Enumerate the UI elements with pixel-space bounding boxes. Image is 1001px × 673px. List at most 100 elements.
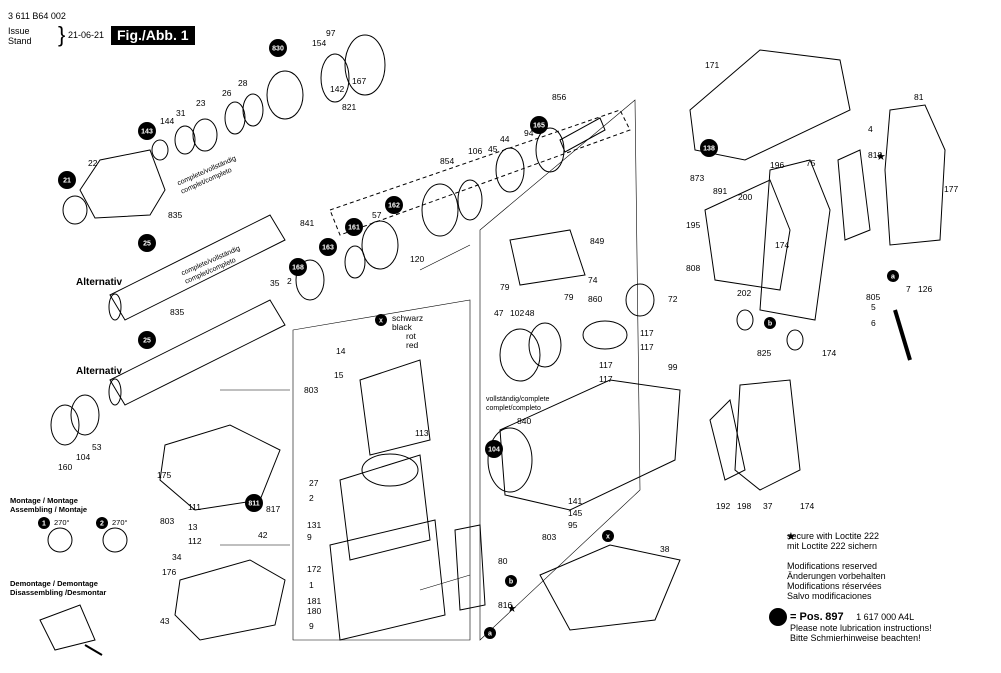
bubble-step-2 [96,517,108,529]
bubble-pos-legend [769,608,787,626]
loctite-note: secure with Loctite 222 mit Loctite 222 … [787,531,879,551]
part-ring-21 [62,195,88,225]
bubble-811 [245,494,263,512]
bubble-25-a [138,234,156,252]
brace-glyph: } [58,22,66,47]
part-callout: 26 [222,88,232,98]
part-callout: 175 [157,470,171,480]
part-callout: 172 [307,564,321,574]
part-callout: 198 [737,501,751,511]
star-icon-818: ★ [876,151,886,163]
disassembling-line-1: Demontage / Demontage [10,579,98,588]
part-shaft-835-b [109,299,286,406]
part-callout: 202 [737,288,751,298]
part-collar [344,34,386,96]
figure-label: Fig./Abb. 1 [111,26,195,45]
part-callout: 75 [806,158,816,168]
part-callout: 79 [564,292,574,302]
part-callout: 891 [713,186,727,196]
bubble-label: a [891,274,895,281]
part-side-cover-37 [734,379,801,491]
issue-label: Issue [8,26,30,36]
loctite-en: secure with Loctite 222 [787,531,880,541]
bubble-104 [485,440,503,458]
part-callout: 854 [440,156,454,166]
part-callout: 57 [372,210,382,220]
part-callout: 2 [309,493,314,503]
bubble-161 [345,218,363,236]
part-callout: 174 [822,348,836,358]
part-callout: 44 [500,134,510,144]
lubrication-note: Please note lubrication instructions! Bi… [790,623,932,643]
part-callout: 825 [757,348,771,358]
part-callout: 97 [326,28,336,38]
part-callout: 821 [342,102,356,112]
bubble-label: 25 [143,241,151,248]
part-callout: 131 [307,520,321,530]
bubble-165 [530,116,548,134]
issue-date: 21-06-21 [68,30,105,40]
bubble-label: 165 [533,123,545,130]
part-callout: 192 [716,501,730,511]
wire-rot: rot [406,331,416,341]
part-callout: 43 [160,616,170,626]
part-callout: 154 [312,38,326,48]
complete-label-3: vollständig/complete complet/completo [486,395,549,413]
part-callout: 174 [800,501,814,511]
part-callout: 803 [542,532,556,542]
bubble-b-right [764,317,776,329]
part-callout: 808 [686,263,700,273]
part-callout: 15 [334,370,344,380]
disassembling-title: Demontage / Demontage Disassembling /Des… [10,579,106,597]
part-callout: 117 [599,374,613,384]
lube-de: Bitte Schmierhinweise beachten! [790,633,921,643]
part-callout: 818 [868,150,882,160]
bubble-label: x [606,534,610,541]
pos-label: = Pos. [790,611,823,623]
part-818 [837,149,871,241]
part-switch-80 [454,524,486,611]
part-callout: 106 [468,146,482,156]
bubble-label: 104 [488,447,500,454]
part-cover-38 [539,544,681,631]
part-callout: 816 [498,600,512,610]
part-callout: 856 [552,92,566,102]
part-callout: 181 [307,596,321,606]
part-callout: 13 [188,522,198,532]
part-callout: 47 [494,308,504,318]
part-callout: 45 [488,144,498,154]
star-icon-816: ★ [507,603,517,615]
part-callout: 126 [918,284,932,294]
bubble-label: 162 [388,203,400,210]
part-callout: 14 [336,346,346,356]
bubble-x-bottom [602,530,614,542]
alternativ-label-2: Alternativ [76,366,123,377]
mod-fr: Modifications réservées [787,581,882,591]
part-callout: 142 [330,84,344,94]
rotation-270-a: 270° [54,518,70,527]
part-callout: 117 [640,328,654,338]
part-callout: 95 [568,520,578,530]
bubble-138 [700,139,718,157]
bubble-label: x [379,318,383,325]
part-callout: 35 [270,278,280,288]
part-callout: 53 [92,442,102,452]
part-callout: 167 [352,76,366,86]
assembling-line-2: Assembling / Montaje [10,505,88,514]
part-callout: 7 [906,284,911,294]
part-cord [893,309,912,361]
part-callout: 2 [287,276,292,286]
part-top-housing [689,49,851,161]
bubble-label: b [509,579,513,586]
part-callout: 835 [170,307,184,317]
part-callout: 80 [498,556,508,566]
part-callout: 104 [76,452,90,462]
part-gearbox-840 [499,379,681,511]
part-callout: 4 [868,124,873,134]
part-callout: 111 [188,502,201,512]
part-callout: 102 [510,308,524,318]
part-callout: 22 [88,158,98,168]
wire-colors: schwarz black rot red [392,314,423,350]
bubble-162 [385,196,403,214]
